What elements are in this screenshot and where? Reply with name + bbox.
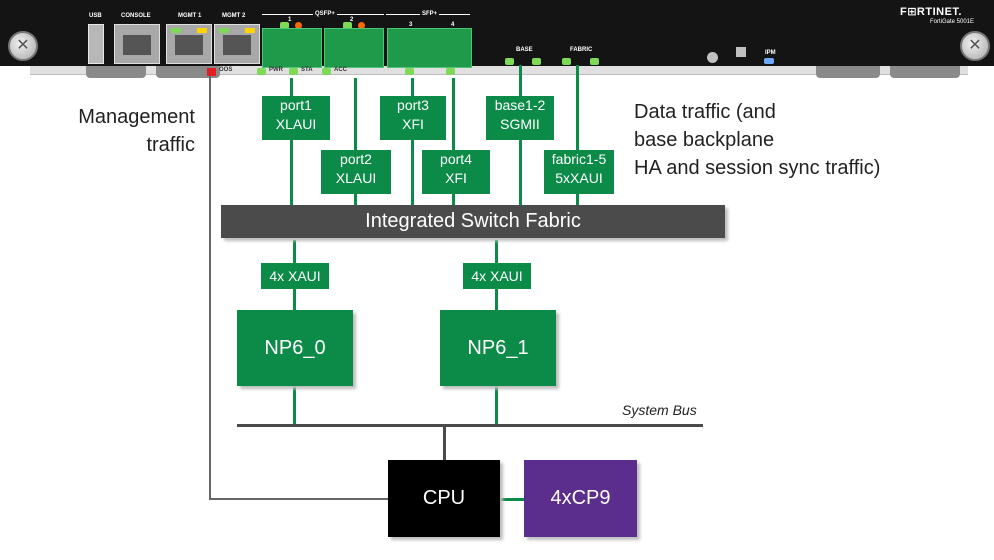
management-line	[209, 498, 388, 500]
connector-line	[411, 78, 414, 96]
cpu-box: CPU	[388, 460, 500, 537]
port3-number: 3	[409, 22, 413, 28]
screw-icon: ✕	[8, 31, 38, 61]
acc-label: ACC	[334, 67, 347, 73]
cp9-box: 4xCP9	[524, 460, 637, 537]
bus-cpu-link	[443, 424, 446, 460]
np6-0-box: NP6_0	[237, 310, 353, 386]
sta-led	[289, 68, 298, 75]
ipm-led	[764, 58, 774, 64]
status-button[interactable]	[736, 47, 746, 57]
connector-line	[411, 140, 414, 205]
integrated-switch-fabric: Integrated Switch Fabric	[221, 205, 725, 238]
usb-port[interactable]	[88, 24, 104, 64]
base2-led	[532, 58, 541, 65]
fabric1-led	[562, 58, 571, 65]
connector-line	[495, 386, 498, 424]
handle-tab-left	[86, 66, 146, 78]
port2-activity-led	[358, 22, 365, 29]
mgmt1-label: MGMT 1	[178, 13, 202, 19]
qsfp-port-2[interactable]	[324, 28, 384, 68]
port1-number: 1	[288, 17, 292, 23]
handle-tab-left-2	[156, 66, 220, 78]
port4-led	[446, 68, 455, 75]
port3-led	[405, 68, 414, 75]
port1-activity-led	[295, 22, 302, 29]
base-label: BASE	[516, 47, 533, 53]
console-port[interactable]	[114, 24, 160, 64]
connector-line	[354, 194, 357, 205]
qsfp-port-1[interactable]	[262, 28, 322, 68]
np6-1-box: NP6_1	[440, 310, 556, 386]
handle-tab-right-2	[890, 66, 960, 78]
qsfp-label: QSFP+	[313, 11, 337, 17]
oos-label: OOS	[219, 67, 233, 73]
usb-label: USB	[89, 13, 102, 19]
connector-line	[290, 78, 293, 96]
handle-tab-right	[816, 66, 880, 78]
connector-line	[293, 289, 296, 310]
port1-link-led	[280, 22, 289, 29]
oos-led	[207, 68, 216, 76]
cpu-cp9-link	[500, 498, 524, 501]
port4-number: 4	[451, 22, 455, 28]
base1-led	[505, 58, 514, 65]
model-label: FortiGate 5001E	[930, 19, 975, 25]
connector-line	[519, 65, 522, 96]
connector-line	[452, 194, 455, 205]
ipm-label: IPM	[765, 50, 776, 56]
pwr-label: PWR	[269, 67, 283, 73]
connector-line	[576, 194, 579, 205]
panel-rail	[30, 66, 968, 75]
port2-number: 2	[350, 17, 354, 23]
connector-line	[452, 78, 455, 150]
connector-line	[576, 65, 579, 150]
mgmt2-port[interactable]	[214, 24, 260, 64]
fabric2-led	[590, 58, 599, 65]
sta-label: STA	[301, 67, 313, 73]
xaui-label-1: 4x XAUI	[463, 263, 531, 289]
connector-line	[354, 78, 357, 150]
mgmt2-label: MGMT 2	[222, 13, 246, 19]
management-line	[209, 76, 211, 500]
pwr-led	[257, 68, 266, 75]
connector-line	[290, 140, 293, 205]
reset-button[interactable]	[707, 52, 718, 63]
sfp-label: SFP+	[420, 11, 440, 17]
console-label: CONSOLE	[121, 13, 151, 19]
connector-line	[495, 289, 498, 310]
connector-line	[293, 240, 296, 263]
fabric-label: FABRIC	[570, 47, 593, 53]
front-panel	[0, 0, 994, 66]
system-bus-line	[237, 424, 703, 427]
connector-line	[293, 386, 296, 424]
mgmt1-port[interactable]	[166, 24, 212, 64]
acc-led	[322, 68, 331, 75]
xaui-label-0: 4x XAUI	[261, 263, 329, 289]
system-bus-label: System Bus	[622, 402, 697, 418]
port2-link-led	[343, 22, 352, 29]
connector-line	[519, 140, 522, 205]
connector-line	[495, 240, 498, 263]
screw-icon: ✕	[960, 31, 990, 61]
fortinet-logo: F⊞RTINET.	[900, 6, 962, 18]
sfp-port-cage[interactable]	[387, 28, 472, 68]
